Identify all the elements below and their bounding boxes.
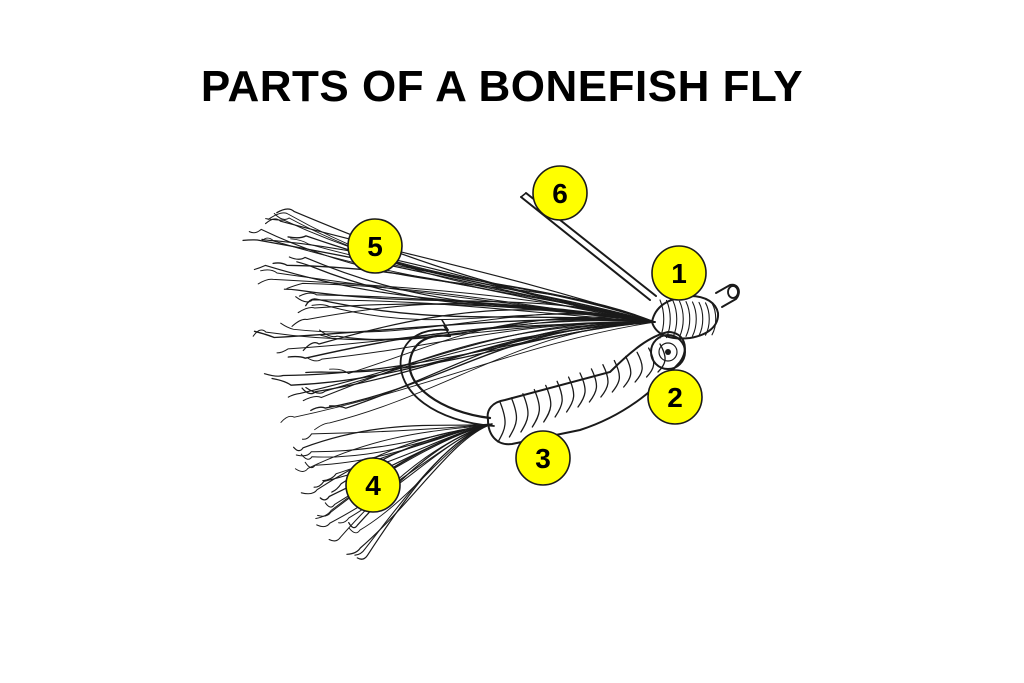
marker-6: 6 (532, 165, 588, 221)
marker-3-label: 3 (535, 443, 551, 474)
bead-chain-eyes (650, 334, 686, 370)
marker-5-label: 5 (367, 231, 383, 262)
marker-5: 5 (347, 218, 403, 274)
hook-eye (715, 283, 740, 308)
marker-4-label: 4 (365, 470, 381, 501)
marker-2-label: 2 (667, 382, 683, 413)
marker-3: 3 (515, 430, 571, 486)
marker-1: 1 (651, 245, 707, 301)
tail-fibers (293, 423, 493, 560)
diagram-title: PARTS OF A BONEFISH FLY (200, 62, 804, 111)
marker-1-label: 1 (671, 258, 687, 289)
hook (399, 319, 495, 427)
thread-head (650, 294, 720, 340)
marker-4: 4 (345, 457, 401, 513)
marker-2: 2 (647, 369, 703, 425)
marker-6-label: 6 (552, 178, 568, 209)
